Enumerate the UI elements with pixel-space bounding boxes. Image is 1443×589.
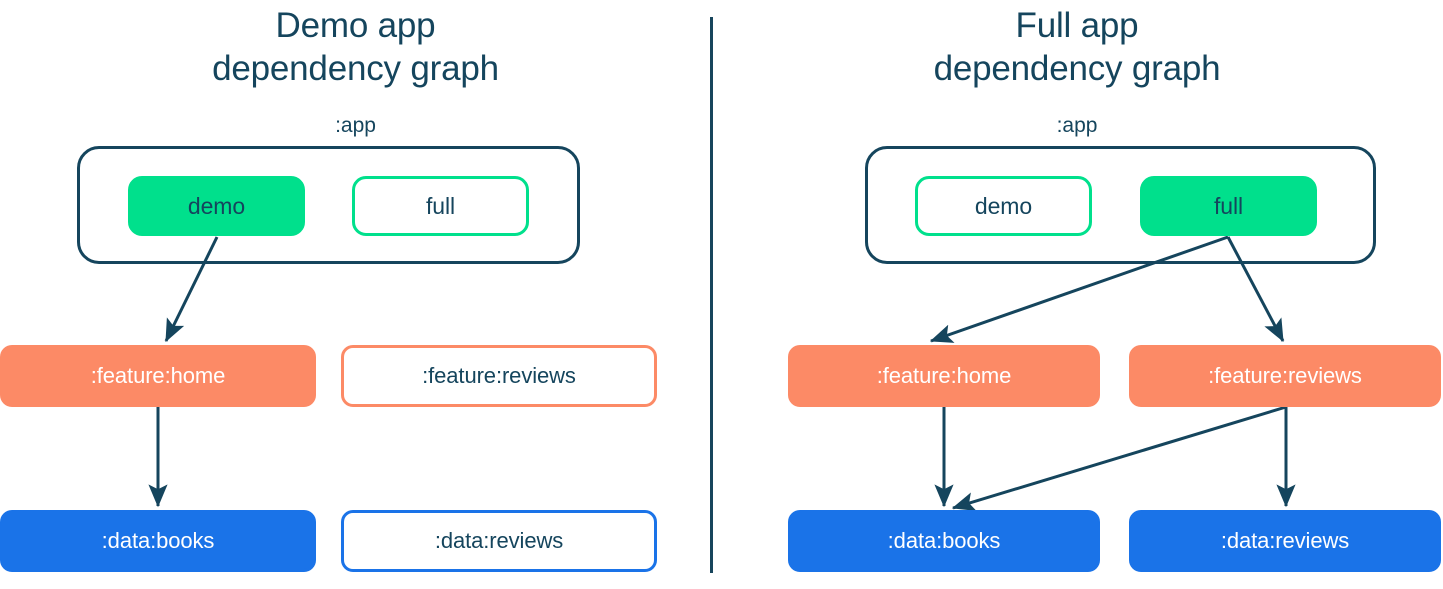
node-label: demo [187, 192, 246, 219]
panel-title-demo-app: Demo app dependency graph [212, 6, 499, 88]
node-feature-home-left[interactable]: :feature:home [0, 345, 316, 407]
app-container-right [865, 146, 1376, 264]
node-label: demo [974, 192, 1033, 219]
node-feature-home-right[interactable]: :feature:home [788, 345, 1100, 407]
node-full-right[interactable]: full [1140, 176, 1317, 236]
node-data-reviews-left[interactable]: :data:reviews [341, 510, 657, 572]
panel-demo-app: Demo app dependency graph :app demo full… [0, 0, 711, 589]
group-label-app-left: :app [335, 114, 376, 137]
panel-full-app: Full app dependency graph :app demo full… [711, 0, 1443, 589]
node-label: :feature:home [876, 363, 1012, 388]
node-feature-reviews-right[interactable]: :feature:reviews [1129, 345, 1441, 407]
node-label: :feature:reviews [422, 363, 576, 388]
node-label: :data:reviews [1220, 528, 1350, 553]
panel-divider [710, 17, 713, 573]
node-demo-right[interactable]: demo [915, 176, 1092, 236]
node-label: :feature:reviews [1208, 363, 1362, 388]
node-label: :data:books [887, 528, 1001, 553]
node-full-left[interactable]: full [352, 176, 529, 236]
node-label: :data:reviews [434, 528, 564, 553]
app-container-left [77, 146, 580, 264]
node-label: :feature:home [90, 363, 226, 388]
node-data-books-left[interactable]: :data:books [0, 510, 316, 572]
node-demo-left[interactable]: demo [128, 176, 305, 236]
panel-title-full-app: Full app dependency graph [933, 6, 1221, 88]
node-label: full [1213, 192, 1243, 219]
group-label-app-right: :app [1056, 114, 1098, 137]
node-data-reviews-right[interactable]: :data:reviews [1129, 510, 1441, 572]
node-data-books-right[interactable]: :data:books [788, 510, 1100, 572]
node-feature-reviews-left[interactable]: :feature:reviews [341, 345, 657, 407]
node-label: :data:books [101, 528, 215, 553]
node-label: full [425, 192, 455, 219]
